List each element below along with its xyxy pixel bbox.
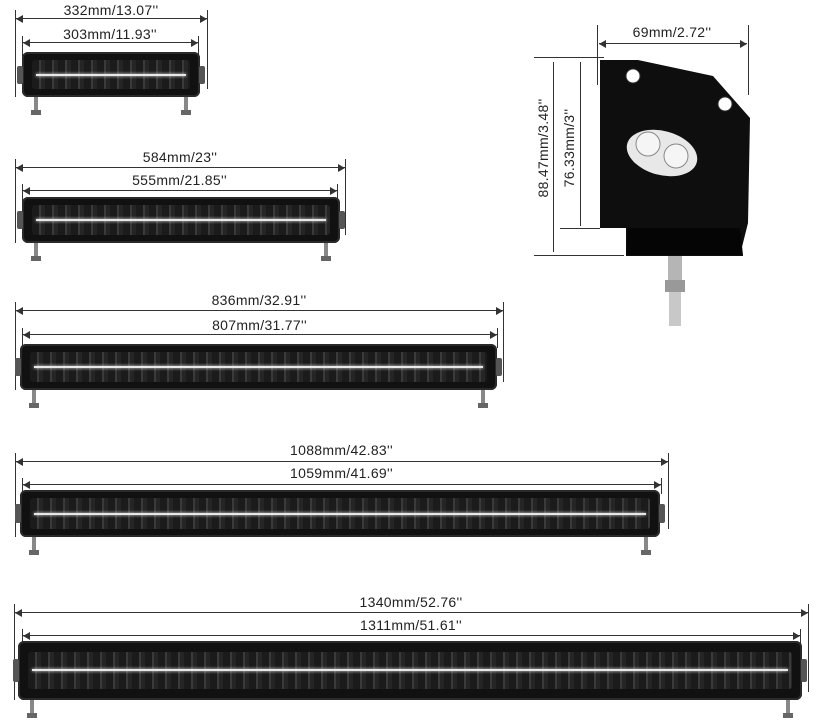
extension-line — [22, 478, 23, 494]
light-bar-side-profile — [600, 60, 750, 326]
light-bar — [17, 197, 345, 243]
lens-length-dimension-line — [23, 632, 800, 640]
extension-line — [337, 184, 338, 201]
light-strip — [36, 219, 326, 222]
end-cap — [199, 65, 205, 84]
extension-line — [800, 629, 801, 645]
total-height-label: 88.47mm/3.48'' — [535, 98, 551, 198]
extension-line — [345, 159, 346, 235]
extension-line — [560, 228, 600, 229]
mounting-bolt — [31, 97, 41, 115]
extension-line — [22, 36, 23, 56]
extension-line — [748, 25, 749, 95]
mounting-bolt — [478, 390, 488, 408]
extension-line — [503, 302, 504, 382]
light-strip — [34, 366, 483, 369]
extension-line — [15, 453, 16, 537]
light-strip — [36, 73, 186, 76]
overall-length-label: 1340mm/52.76'' — [359, 594, 463, 610]
end-cap — [801, 658, 807, 683]
overall-length-label: 836mm/32.91'' — [211, 292, 307, 308]
extension-line — [661, 478, 662, 494]
mounting-bolt — [27, 700, 37, 718]
end-cap — [496, 357, 502, 377]
extension-line — [207, 10, 208, 89]
lens-length-label: 807mm/31.77'' — [212, 317, 307, 333]
lens-length-dimension-line — [23, 481, 661, 489]
total-height-dimension-line — [553, 62, 554, 252]
extension-line — [15, 302, 16, 390]
housing-height-label: 76.33mm/3'' — [561, 108, 577, 188]
mounting-bolt — [31, 243, 41, 261]
housing-height-dimension-line — [580, 62, 581, 226]
lens-length-dimension-line — [23, 187, 337, 195]
lens-length-dimension-line — [23, 331, 497, 339]
end-cap — [339, 210, 345, 230]
end-cap — [15, 504, 21, 523]
overall-length-dimension-line — [15, 609, 808, 617]
overall-length-dimension-line — [16, 458, 668, 466]
mounting-bolt — [321, 243, 331, 261]
overall-length-label: 1088mm/42.83'' — [290, 442, 393, 458]
light-bar — [17, 52, 205, 97]
extension-line — [668, 453, 669, 529]
overall-length-label: 584mm/23'' — [142, 149, 218, 165]
extension-line — [808, 604, 809, 692]
end-cap — [659, 504, 665, 523]
depth-label: 69mm/2.72'' — [632, 24, 712, 40]
depth-dimension-line — [599, 40, 747, 48]
mounting-bolt — [29, 390, 39, 408]
end-cap — [17, 210, 23, 230]
extension-line — [14, 604, 15, 700]
overall-length-dimension-line — [16, 307, 503, 315]
lens-length-label: 1311mm/51.61'' — [360, 617, 462, 633]
extension-line — [22, 184, 23, 201]
extension-line — [22, 328, 23, 348]
extension-line — [15, 159, 16, 243]
extension-line — [198, 36, 199, 56]
light-bar — [15, 490, 665, 537]
overall-length-dimension-line — [16, 164, 345, 172]
mounting-bolt — [29, 537, 39, 555]
end-cap — [15, 357, 21, 377]
mounting-bolt — [641, 537, 651, 555]
extension-line — [15, 10, 16, 97]
lens-length-label: 555mm/21.85'' — [132, 172, 227, 188]
mounting-bolt — [181, 97, 191, 115]
extension-line — [497, 328, 498, 348]
lens-length-label: 303mm/11.93'' — [63, 26, 157, 42]
extension-line — [534, 57, 604, 58]
overall-length-dimension-line — [16, 15, 207, 23]
light-bar — [13, 641, 807, 700]
light-bar — [15, 344, 502, 390]
lens-length-label: 1059mm/41.69'' — [290, 465, 393, 481]
extension-line — [534, 255, 624, 256]
mounting-bolt — [783, 700, 793, 718]
lens-length-dimension-line — [23, 39, 198, 47]
light-strip — [32, 669, 788, 672]
extension-line — [597, 25, 598, 85]
end-cap — [13, 658, 19, 683]
end-cap — [17, 65, 23, 84]
light-strip — [34, 512, 646, 515]
extension-line — [22, 629, 23, 645]
overall-length-label: 332mm/13.07'' — [63, 2, 159, 18]
